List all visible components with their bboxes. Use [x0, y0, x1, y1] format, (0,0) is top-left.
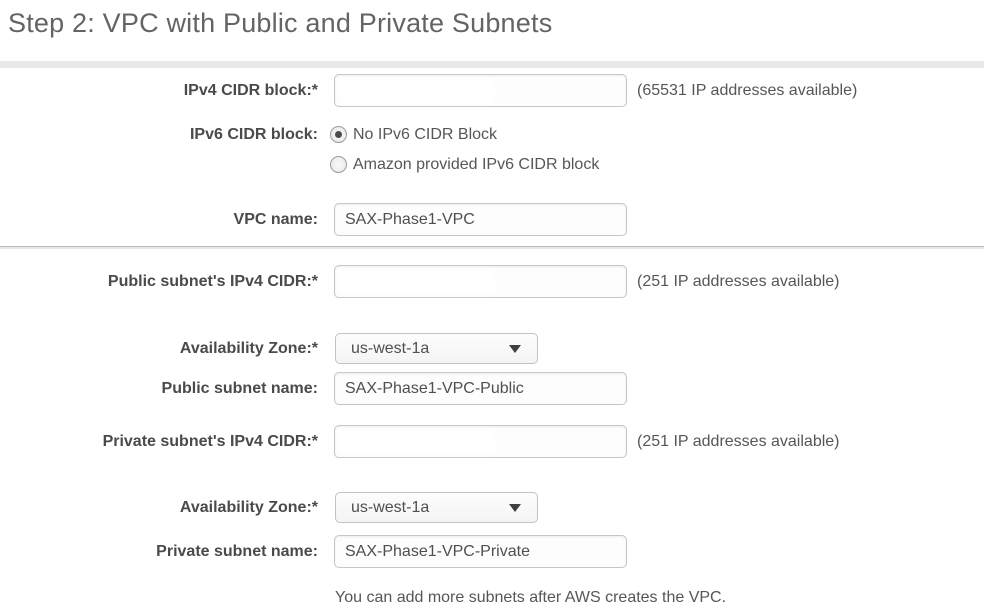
public-az-row: Availability Zone:* us-west-1a: [0, 333, 984, 364]
public-az-select[interactable]: us-west-1a: [335, 333, 538, 364]
private-cidr-input[interactable]: [334, 425, 627, 458]
private-cidr-label: Private subnet's IPv4 CIDR:*: [102, 433, 318, 450]
ipv6-option-amazon-label: Amazon provided IPv6 CIDR block: [353, 155, 600, 173]
ipv6-cidr-label: IPv6 CIDR block:: [189, 126, 318, 143]
public-cidr-row: Public subnet's IPv4 CIDR:* (251 IP addr…: [0, 265, 984, 298]
ipv6-option-none-label: No IPv6 CIDR Block: [353, 125, 498, 143]
private-subnet-name-row: Private subnet name:: [0, 535, 984, 568]
private-az-select[interactable]: us-west-1a: [335, 492, 538, 523]
radio-button-icon[interactable]: [330, 156, 347, 173]
public-availability-note: (251 IP addresses available): [637, 273, 840, 290]
ipv6-option-amazon[interactable]: Amazon provided IPv6 CIDR block: [330, 156, 599, 173]
header-divider-bar: [0, 61, 984, 68]
vpc-name-row: VPC name:: [0, 203, 984, 236]
private-az-label: Availability Zone:*: [179, 499, 318, 516]
section-divider: [0, 246, 984, 249]
vpc-name-input[interactable]: [334, 203, 627, 236]
public-az-selected-value: us-west-1a: [351, 339, 430, 357]
dropdown-caret-icon: [509, 344, 521, 353]
ipv4-cidr-label: IPv4 CIDR block:*: [183, 82, 318, 99]
private-az-row: Availability Zone:* us-west-1a: [0, 492, 984, 523]
public-subnet-name-input[interactable]: [334, 372, 627, 405]
add-more-subnets-note: You can add more subnets after AWS creat…: [335, 589, 727, 606]
page-title: Step 2: VPC with Public and Private Subn…: [8, 8, 553, 38]
private-az-selected-value: us-west-1a: [351, 498, 430, 516]
ipv6-option-none[interactable]: No IPv6 CIDR Block: [330, 126, 599, 143]
ipv4-cidr-row: IPv4 CIDR block:* (65531 IP addresses av…: [0, 74, 984, 107]
ipv4-cidr-input[interactable]: [334, 74, 627, 107]
public-cidr-label: Public subnet's IPv4 CIDR:*: [107, 273, 318, 290]
private-availability-note: (251 IP addresses available): [637, 433, 840, 450]
public-az-label: Availability Zone:*: [179, 340, 318, 357]
private-cidr-row: Private subnet's IPv4 CIDR:* (251 IP add…: [0, 425, 984, 458]
radio-button-icon[interactable]: [330, 126, 347, 143]
private-subnet-name-input[interactable]: [334, 535, 627, 568]
public-subnet-name-label: Public subnet name:: [161, 380, 318, 397]
public-subnet-name-row: Public subnet name:: [0, 372, 984, 405]
private-subnet-name-label: Private subnet name:: [156, 543, 318, 560]
vpc-name-label: VPC name:: [233, 211, 318, 228]
dropdown-caret-icon: [509, 503, 521, 512]
ipv4-availability-note: (65531 IP addresses available): [637, 82, 858, 99]
public-cidr-input[interactable]: [334, 265, 627, 298]
